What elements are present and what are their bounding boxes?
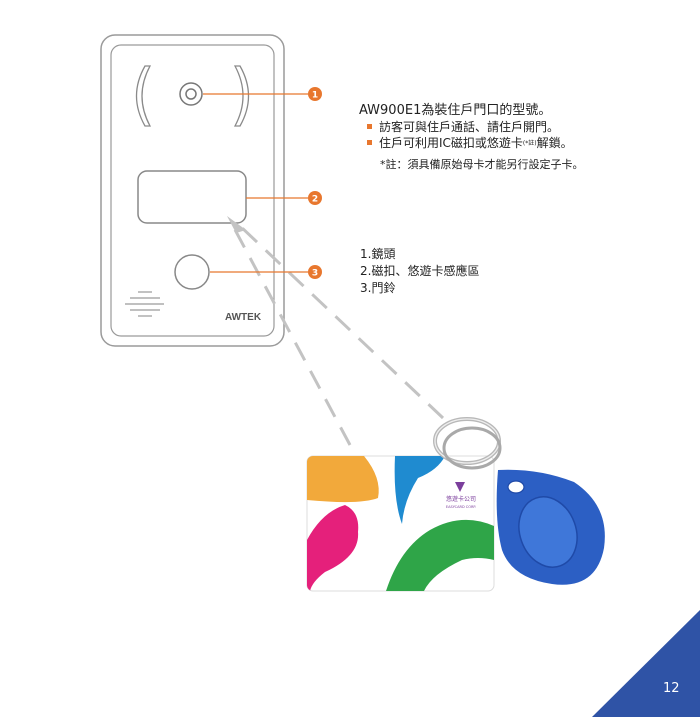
bullet-square-icon xyxy=(367,124,372,129)
right-mic-bracket-icon xyxy=(233,65,250,127)
page-corner-decoration xyxy=(592,610,700,717)
bullet-unlock: 住戶可利用IC磁扣或悠遊卡(*註)解鎖。 xyxy=(367,134,573,151)
legend-item-doorbell: 3.門鈴 xyxy=(360,281,396,295)
callout-marker-3: 3 xyxy=(308,265,322,279)
svg-text:2: 2 xyxy=(312,195,318,205)
footnote-marker: (*註) xyxy=(522,140,537,147)
left-mic-bracket-icon xyxy=(135,65,152,127)
model-description: AW900E1為裝住戶門口的型號。 xyxy=(359,103,552,118)
easycard-logo-icon xyxy=(455,482,465,492)
callout-marker-2: 2 xyxy=(308,191,322,205)
legend-item-lens: 1.鏡頭 xyxy=(360,247,396,261)
doorbell-button-icon xyxy=(174,254,210,290)
bullet-unlock-text-after: 解鎖。 xyxy=(536,136,573,150)
bullet-talk-text: 訪客可與住戶通話、請住戶開門。 xyxy=(379,120,560,134)
card-name: 悠遊卡公司 xyxy=(446,495,476,503)
tap-arrows xyxy=(231,224,445,446)
svg-text:3: 3 xyxy=(312,269,318,279)
page-number: 12 xyxy=(663,681,680,696)
callout-marker-1: 1 xyxy=(308,87,322,101)
legend-item-reader: 2.磁扣、悠遊卡感應區 xyxy=(360,264,480,278)
svg-text:1: 1 xyxy=(312,91,318,101)
bullet-unlock-text-before: 住戶可利用IC磁扣或悠遊卡 xyxy=(379,136,523,150)
arrowhead-icon xyxy=(227,216,246,233)
speaker-grille-icon xyxy=(125,291,164,317)
card-reader-area xyxy=(137,170,247,224)
footnote: *註：須具備原始母卡才能另行設定子卡。 xyxy=(380,158,584,171)
door-station-panel: AWTEK xyxy=(100,34,285,347)
card-name-en: EASYCARD CORP. xyxy=(446,505,476,509)
brand-label: AWTEK xyxy=(225,312,262,323)
rfid-key-fob xyxy=(433,417,605,585)
bullet-talk: 訪客可與住戶通話、請住戶開門。 xyxy=(367,118,559,135)
easycard: 悠遊卡公司 EASYCARD CORP. xyxy=(306,455,495,592)
callout-lines xyxy=(203,93,308,273)
bullet-square-icon xyxy=(367,140,372,145)
